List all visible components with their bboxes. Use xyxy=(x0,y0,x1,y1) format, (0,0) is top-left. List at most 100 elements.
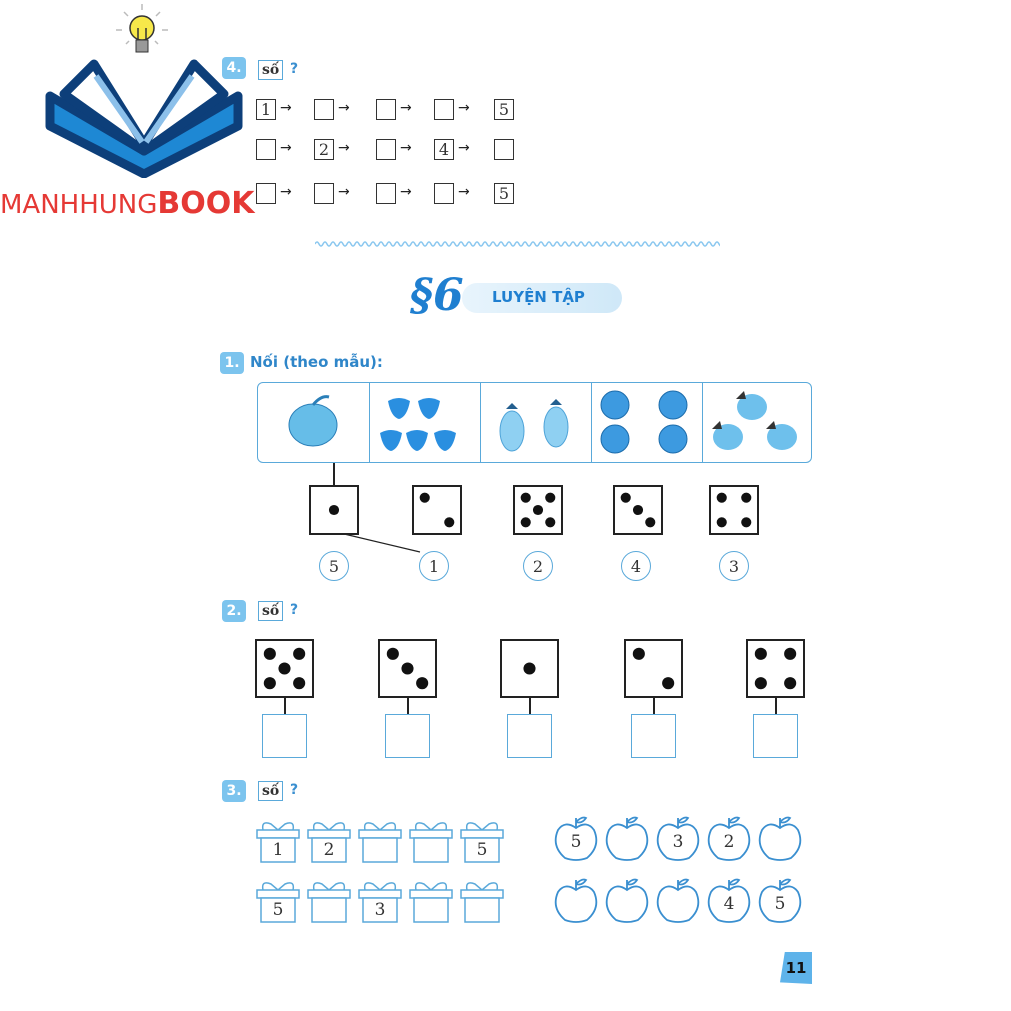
gift-box[interactable]: 3 xyxy=(357,878,403,924)
gift-number: 5 xyxy=(272,900,284,920)
apple-shape[interactable] xyxy=(757,814,803,862)
number-box: 5 xyxy=(494,99,514,120)
number-box[interactable] xyxy=(376,183,396,204)
connector-line xyxy=(775,698,777,714)
number-box[interactable] xyxy=(314,99,334,120)
apple-shape[interactable]: 5 xyxy=(553,814,599,862)
gift-box[interactable] xyxy=(459,878,505,924)
question-mark: ? xyxy=(290,782,299,798)
number-box[interactable] xyxy=(376,99,396,120)
dice-dot xyxy=(520,517,531,528)
number-box: 1 xyxy=(256,99,276,120)
dice-4 xyxy=(709,485,759,535)
dice-dot xyxy=(784,647,797,660)
answer-box[interactable] xyxy=(507,714,552,758)
gift-box[interactable] xyxy=(408,818,454,864)
question-mark: ? xyxy=(290,602,299,618)
arrow-icon: → xyxy=(458,184,470,200)
dice-dot xyxy=(716,492,727,503)
number-box[interactable] xyxy=(434,183,454,204)
number-circle[interactable]: 5 xyxy=(319,551,349,581)
gift-box[interactable]: 2 xyxy=(306,818,352,864)
dice-dot xyxy=(520,492,531,503)
apple-shape[interactable]: 3 xyxy=(655,814,701,862)
dice-dot xyxy=(741,492,752,503)
dice-dot xyxy=(416,677,429,690)
number-box[interactable] xyxy=(434,99,454,120)
dice-dot xyxy=(444,517,455,528)
logo-text-right: BOOK xyxy=(157,186,255,221)
book-icon xyxy=(45,59,243,178)
dice-dot xyxy=(263,677,276,690)
arrow-icon: → xyxy=(338,140,350,156)
answer-box[interactable] xyxy=(385,714,430,758)
gift-box[interactable] xyxy=(306,878,352,924)
number-circle[interactable]: 2 xyxy=(523,551,553,581)
dice-3 xyxy=(378,639,437,698)
dice-dot xyxy=(386,647,399,660)
number-box[interactable] xyxy=(376,139,396,160)
dice-dot xyxy=(754,647,767,660)
logo-text-left: MANHHUNG xyxy=(0,190,158,220)
question-mark: ? xyxy=(290,61,299,77)
number-box[interactable] xyxy=(314,183,334,204)
apple-shape[interactable] xyxy=(553,876,599,924)
connector-line xyxy=(529,698,531,714)
answer-box[interactable] xyxy=(631,714,676,758)
gift-box[interactable]: 5 xyxy=(459,818,505,864)
gift-box[interactable]: 5 xyxy=(255,878,301,924)
dice-dot xyxy=(741,517,752,528)
number-box[interactable] xyxy=(256,183,276,204)
so-label: số xyxy=(258,60,284,80)
answer-box[interactable] xyxy=(753,714,798,758)
apple-shape[interactable]: 5 xyxy=(757,876,803,924)
page-number: 11 xyxy=(780,952,812,984)
watermelons-picture xyxy=(600,390,688,454)
number-circle[interactable]: 3 xyxy=(719,551,749,581)
connector-line xyxy=(284,698,286,714)
apple-number: 3 xyxy=(672,832,684,852)
number-box: 4 xyxy=(434,139,454,160)
dice-dot xyxy=(754,677,767,690)
dice-dot xyxy=(632,647,645,660)
apple-number: 5 xyxy=(774,894,786,914)
exercise-2-badge: 2. xyxy=(222,600,246,622)
dice-dot xyxy=(662,677,675,690)
number-circle[interactable]: 1 xyxy=(419,551,449,581)
apple-shape[interactable] xyxy=(655,876,701,924)
apple-shape[interactable]: 4 xyxy=(706,876,752,924)
lightbulb-icon xyxy=(116,4,168,53)
picture-cell-eggplants xyxy=(480,383,592,462)
dice-dot xyxy=(645,517,656,528)
apple-number: 4 xyxy=(723,894,735,914)
dice-1 xyxy=(500,639,559,698)
apple-shape[interactable] xyxy=(604,876,650,924)
dice-dot xyxy=(716,517,727,528)
number-circle[interactable]: 4 xyxy=(621,551,651,581)
arrow-icon: → xyxy=(400,140,412,156)
apple-shape[interactable]: 2 xyxy=(706,814,752,862)
lesson-title-pill xyxy=(462,283,622,313)
dice-3 xyxy=(613,485,663,535)
dice-dot xyxy=(293,677,306,690)
number-box[interactable] xyxy=(494,139,514,160)
picture-cell-mangoes xyxy=(702,383,813,462)
exercise-1-badge: 1. xyxy=(220,352,244,374)
dice-dot xyxy=(632,504,644,516)
apple-number: 2 xyxy=(723,832,735,852)
answer-box[interactable] xyxy=(262,714,307,758)
dice-5 xyxy=(255,639,314,698)
dice-dot xyxy=(620,492,631,503)
apple-number: 5 xyxy=(570,832,582,852)
lesson-symbol: §6 xyxy=(410,270,464,321)
exercise-3-badge: 3. xyxy=(222,780,246,802)
number-box: 5 xyxy=(494,183,514,204)
gift-box[interactable]: 1 xyxy=(255,818,301,864)
arrow-icon: → xyxy=(280,140,292,156)
gift-box[interactable] xyxy=(357,818,403,864)
apple-shape[interactable] xyxy=(604,814,650,862)
logo: MANHHUNGBOOK xyxy=(0,0,290,221)
gift-box[interactable] xyxy=(408,878,454,924)
dice-dot xyxy=(545,492,556,503)
number-box[interactable] xyxy=(256,139,276,160)
